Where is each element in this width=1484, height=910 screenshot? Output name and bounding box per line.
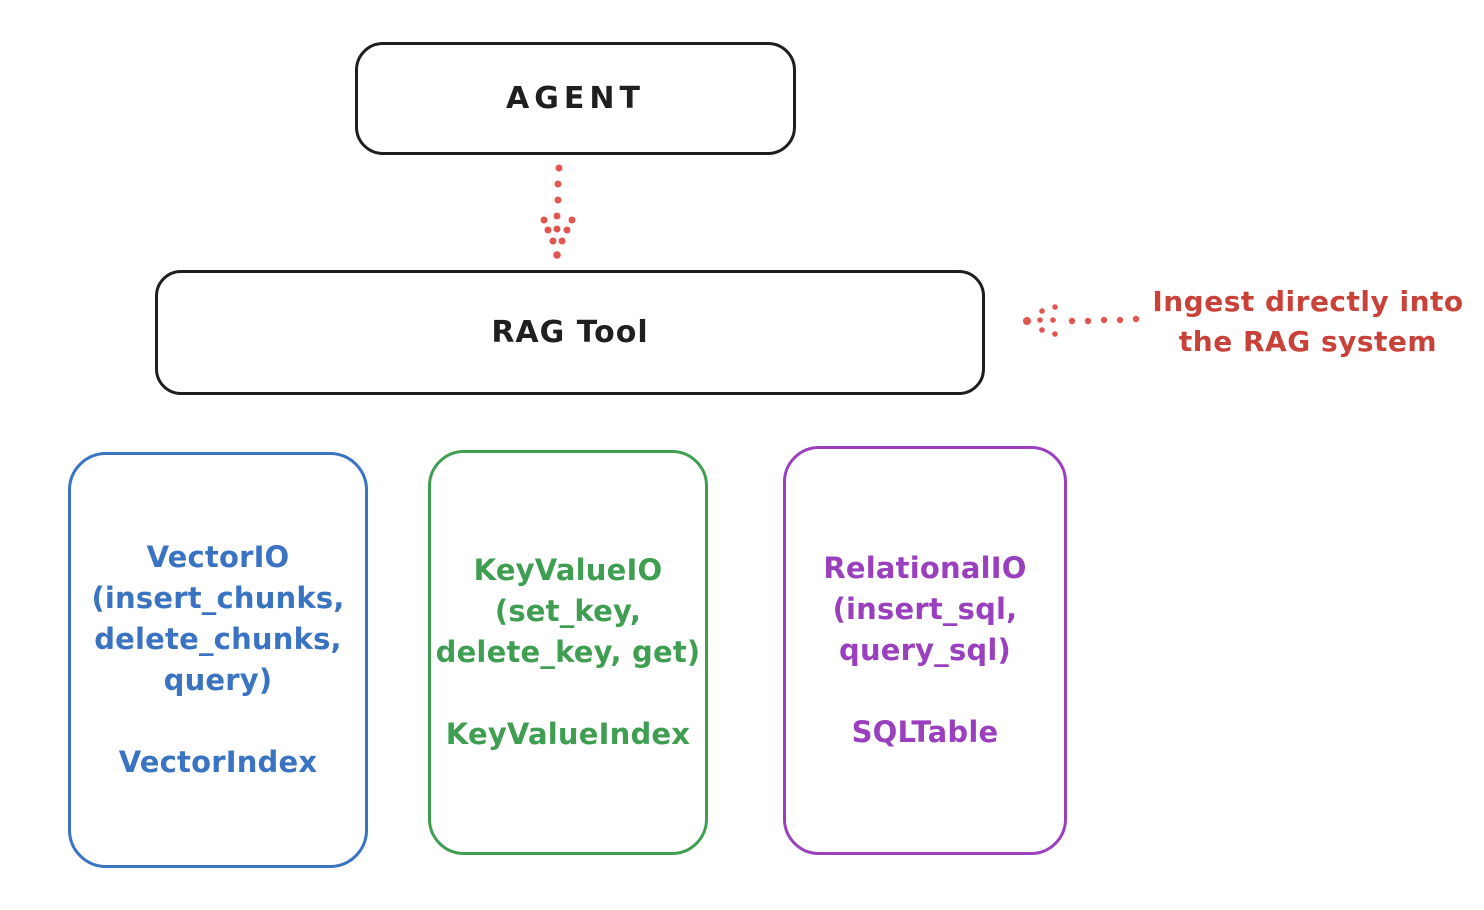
vector-io-methods-line-1: (insert_chunks, — [91, 581, 345, 615]
relational-io-card-text: RelationalIO (insert_sql, query_sql) SQL… — [823, 548, 1026, 753]
ingest-annotation-line-2: the RAG system — [1178, 325, 1438, 358]
vector-io-title: VectorIO — [146, 540, 290, 574]
ingest-annotation: Ingest directly into the RAG system — [1140, 282, 1476, 362]
keyvalue-io-title: KeyValueIO — [473, 553, 663, 587]
vector-io-card: VectorIO (insert_chunks, delete_chunks, … — [68, 452, 368, 868]
dotted-left-arrow-icon — [1023, 304, 1140, 337]
agent-label: AGENT — [506, 81, 645, 116]
agent-box: AGENT — [355, 42, 796, 155]
keyvalue-io-card-text: KeyValueIO (set_key, delete_key, get) Ke… — [436, 550, 701, 755]
rag-tool-label: RAG Tool — [491, 315, 649, 350]
relational-io-methods-line-1: (insert_sql, — [832, 592, 1018, 626]
relational-io-card: RelationalIO (insert_sql, query_sql) SQL… — [783, 446, 1067, 855]
relational-io-methods-line-2: query_sql) — [838, 633, 1011, 667]
keyvalue-index-label: KeyValueIndex — [445, 717, 691, 751]
vector-io-methods-line-3: query) — [163, 663, 273, 697]
ingest-annotation-line-1: Ingest directly into — [1152, 285, 1464, 318]
vector-io-card-text: VectorIO (insert_chunks, delete_chunks, … — [91, 537, 344, 783]
keyvalue-io-methods-line-2: delete_key, get) — [435, 635, 701, 669]
rag-tool-box: RAG Tool — [155, 270, 985, 395]
dotted-down-arrow-icon — [540, 164, 576, 259]
vector-io-methods-line-2: delete_chunks, — [94, 622, 342, 656]
sql-table-label: SQLTable — [851, 715, 999, 749]
keyvalue-io-methods-line-1: (set_key, — [494, 594, 642, 628]
relational-io-title: RelationalIO — [823, 551, 1027, 585]
keyvalue-io-card: KeyValueIO (set_key, delete_key, get) Ke… — [428, 450, 708, 855]
vector-index-label: VectorIndex — [118, 745, 318, 779]
